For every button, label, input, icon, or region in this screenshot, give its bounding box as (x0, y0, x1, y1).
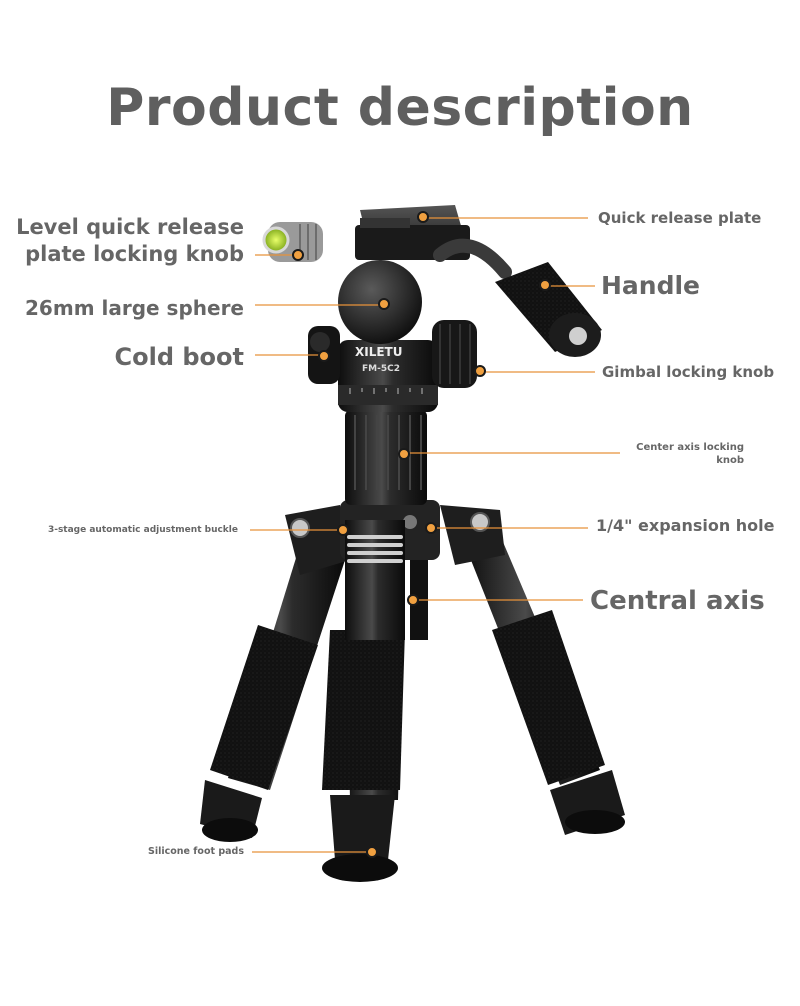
dot-sphere (378, 298, 390, 310)
dot-central-axis (407, 594, 419, 606)
level-knob (262, 222, 323, 262)
annotation-lines (250, 217, 620, 853)
label-cold-boot: Cold boot (114, 343, 245, 371)
dot-center-axis-knob (398, 448, 410, 460)
label-gimbal-knob: Gimbal locking knob (602, 363, 775, 381)
brand-name: XILETU (355, 345, 403, 359)
label-handle: Handle (601, 271, 701, 300)
tripod-leg-right (465, 535, 625, 835)
label-center-axis-knob-2: knob (716, 455, 744, 466)
dot-foot-pads (366, 846, 378, 858)
label-adjustment-buckle: 3-stage automatic adjustment buckle (47, 525, 238, 535)
dot-adjustment-buckle (337, 524, 349, 536)
label-level-knob-2: plate locking knob (25, 242, 244, 266)
page-title: Product description (106, 78, 694, 138)
dot-quick-release (417, 211, 429, 223)
label-large-sphere: 26mm large sphere (25, 296, 244, 320)
label-expansion-hole: 1/4" expansion hole (596, 516, 775, 535)
tripod-leg-left (200, 545, 345, 842)
center-axis-locking-collar (345, 410, 427, 505)
dot-expansion-hole (425, 522, 437, 534)
label-foot-pads: Silicone foot pads (148, 846, 244, 857)
label-central-axis: Central axis (590, 586, 765, 616)
gimbal-locking-knob (432, 320, 477, 388)
ball-head-base: XILETU FM-5C2 (338, 340, 438, 412)
label-center-axis-knob-1: Center axis locking (636, 442, 744, 453)
annotation-dots (292, 211, 551, 858)
dot-handle (539, 279, 551, 291)
central-axis (345, 520, 428, 640)
handle (433, 238, 602, 357)
dot-gimbal (474, 365, 486, 377)
dot-cold-boot (318, 350, 330, 362)
model-name: FM-5C2 (362, 364, 400, 374)
label-level-knob-1: Level quick release (16, 215, 244, 239)
dot-level-knob (292, 249, 304, 261)
label-quick-release-plate: Quick release plate (598, 209, 762, 227)
